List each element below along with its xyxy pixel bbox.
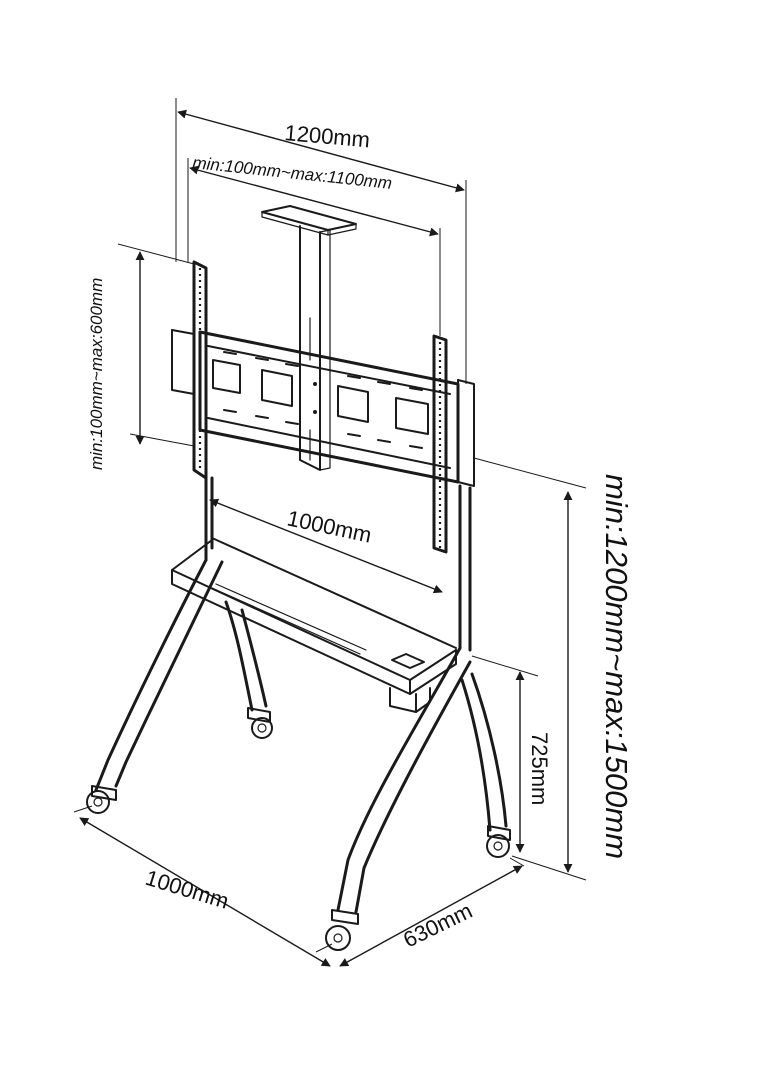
frame-tubes bbox=[204, 476, 214, 562]
caster-front-right bbox=[325, 909, 359, 951]
label-vesa-horizontal: min:100mm~max:1100mm bbox=[192, 153, 393, 193]
label-shelf-height: 725mm bbox=[527, 732, 552, 805]
camera-shelf bbox=[261, 205, 357, 471]
caster-back-right bbox=[486, 825, 511, 858]
tv-stand-drawing bbox=[86, 205, 511, 951]
label-base-width: 1000mm bbox=[143, 865, 232, 914]
vesa-bracket bbox=[198, 330, 460, 484]
label-base-depth: 630mm bbox=[399, 898, 476, 953]
accessory-tray bbox=[171, 537, 457, 713]
caster-front-left bbox=[86, 785, 117, 814]
label-tray-width: 1000mm bbox=[285, 505, 374, 547]
label-overall-width: 1200mm bbox=[284, 120, 371, 152]
label-height-range: min:1200mm~max:1500mm bbox=[599, 474, 634, 859]
dimension-lines bbox=[73, 98, 587, 967]
label-vesa-vertical: min:100mm~max:600mm bbox=[87, 278, 106, 470]
caster-back-left bbox=[247, 707, 273, 739]
stand-legs bbox=[94, 558, 508, 914]
